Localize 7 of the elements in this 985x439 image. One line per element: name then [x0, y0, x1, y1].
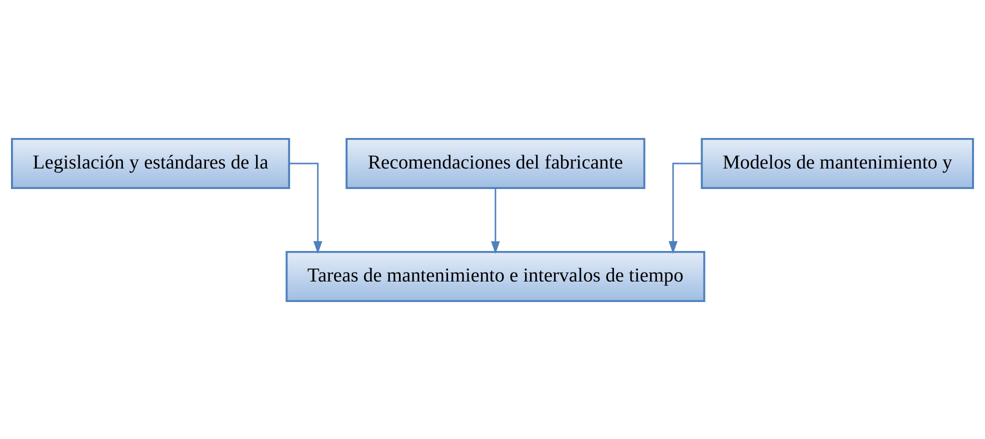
node-box: Tareas de mantenimiento e intervalos de tiempo — [286, 250, 706, 302]
arrow — [289, 162, 322, 254]
arrow — [490, 188, 500, 254]
node-box: Legislación y estándares de la — [11, 137, 290, 189]
node-box: Recomendaciones del fabricante — [346, 137, 646, 189]
arrow — [668, 162, 702, 254]
node-box: Modelos de mantenimiento y — [700, 137, 974, 189]
